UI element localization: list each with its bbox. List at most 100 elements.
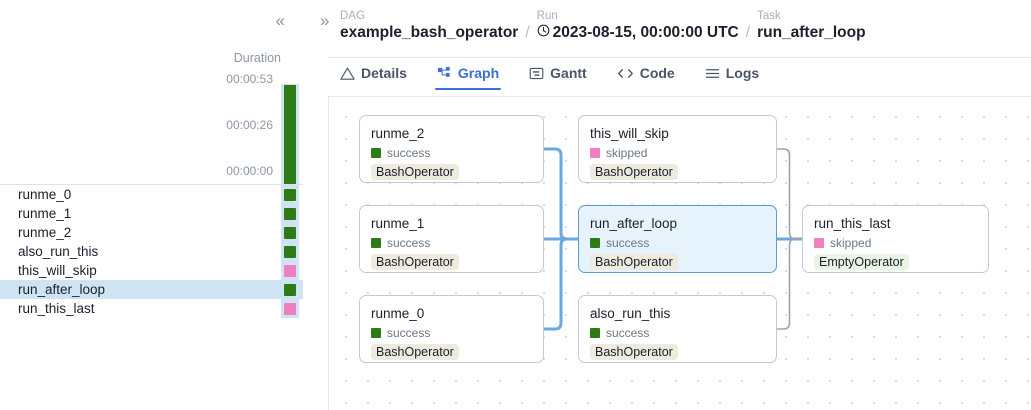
task-status-cell[interactable] [281, 223, 299, 242]
list-lines-icon [705, 66, 720, 81]
graph-node-status: success [590, 235, 765, 250]
status-square-success [284, 245, 296, 258]
operator-badge: BashOperator [371, 254, 459, 270]
tab-label: Gantt [550, 65, 587, 81]
tab-label: Details [361, 65, 407, 81]
graph-node-title: also_run_this [590, 306, 671, 321]
graph-node-status: success [371, 325, 532, 340]
task-status-cell[interactable] [281, 299, 299, 318]
graph-node-status: success [590, 325, 765, 340]
status-square-skipped [284, 264, 296, 277]
tab-graph[interactable]: Graph [434, 65, 502, 90]
breadcrumb-dag[interactable]: DAG example_bash_operator [340, 10, 518, 43]
duration-axis-label: Duration [233, 51, 281, 65]
task-row[interactable]: runme_2 [0, 223, 303, 242]
graph-edge-this_will_skip-to-run_this_last [777, 148, 802, 240]
task-row[interactable]: runme_1 [0, 204, 303, 223]
task-row[interactable]: runme_0 [0, 185, 303, 204]
graph-node-status: success [371, 145, 532, 160]
task-status-cell[interactable] [281, 261, 299, 280]
chevrons-left-icon[interactable]: « [275, 11, 285, 30]
graph-node-title: run_this_last [814, 216, 891, 231]
task-status-cell[interactable] [281, 185, 299, 204]
graph-node-title: runme_2 [371, 126, 425, 141]
operator-badge: BashOperator [590, 344, 678, 360]
breadcrumb-run-name: 2023-08-15, 00:00:00 UTC [552, 24, 739, 41]
graph-node-status: skipped [814, 235, 977, 250]
tab-gantt[interactable]: Gantt [529, 65, 587, 90]
task-row-label: run_after_loop [18, 282, 106, 297]
graph-node-title: runme_1 [371, 216, 425, 231]
graph-nodes-icon [437, 66, 452, 81]
status-square-success [371, 237, 381, 248]
breadcrumb-task[interactable]: Task run_after_loop [757, 10, 866, 43]
axis-tick-max: 00:00:53 [226, 72, 273, 86]
status-square-skipped [590, 147, 600, 158]
grid-panel: « Duration 00:00:53 00:00:26 00:00:00 ru… [0, 0, 303, 410]
status-square-success [590, 237, 600, 248]
dag-run-column[interactable] [281, 84, 299, 185]
task-row-label: also_run_this [18, 244, 99, 259]
operator-badge: BashOperator [590, 254, 678, 270]
header-divider [328, 57, 1031, 58]
task-status-cell[interactable] [281, 280, 299, 299]
status-square-skipped [814, 237, 824, 248]
graph-node-title: runme_0 [371, 306, 425, 321]
graph-node-status-label: success [387, 325, 431, 340]
dag-run-duration-bar[interactable] [284, 85, 296, 185]
tabs-divider [328, 96, 1031, 97]
tab-details[interactable]: Details [340, 65, 407, 90]
tab-code[interactable]: Code [617, 65, 675, 90]
breadcrumb: DAG example_bash_operator / Run 2023-08-… [340, 10, 866, 52]
graph-edge-runme_2-to-run_after_loop [544, 147, 578, 241]
graph-node-status-label: skipped [830, 235, 872, 250]
task-row-label: run_this_last [18, 301, 95, 316]
graph-node-status-label: skipped [606, 145, 648, 160]
breadcrumb-dag-name: example_bash_operator [340, 24, 519, 41]
task-status-cell[interactable] [281, 204, 299, 223]
task-row[interactable]: run_this_last [0, 299, 303, 318]
axis-tick-mid: 00:00:26 [226, 118, 273, 132]
task-row[interactable]: this_will_skip [0, 261, 303, 280]
task-row-label: runme_2 [18, 225, 72, 240]
task-row-label: this_will_skip [18, 263, 97, 278]
status-square-success [284, 226, 296, 239]
task-instance-list: runme_0 runme_1 runme_2 also_run_this this_w… [0, 185, 303, 318]
task-row[interactable]: also_run_this [0, 242, 303, 261]
status-square-skipped [284, 302, 296, 315]
breadcrumb-task-name: run_after_loop [757, 24, 866, 41]
graph-edge-also_run_this-to-run_this_last [777, 238, 802, 330]
task-row-label: runme_0 [18, 187, 72, 202]
graph-node-status-label: success [387, 145, 431, 160]
status-square-success [371, 147, 381, 158]
graph-node-status-label: success [606, 325, 650, 340]
task-status-cell[interactable] [281, 242, 299, 261]
tab-label: Code [639, 65, 675, 81]
breadcrumb-run[interactable]: Run 2023-08-15, 00:00:00 UTC [537, 10, 739, 43]
operator-badge: EmptyOperator [814, 254, 909, 270]
tab-logs[interactable]: Logs [705, 65, 759, 90]
task-row[interactable]: run_after_loop [0, 280, 303, 299]
chevrons-right-icon[interactable]: » [320, 11, 330, 30]
gantt-chart-icon [529, 66, 544, 81]
status-square-success [590, 327, 600, 338]
breadcrumb-separator-2: / [745, 24, 751, 41]
grid-divider [0, 184, 303, 185]
operator-badge: BashOperator [590, 164, 678, 180]
graph-node-title: this_will_skip [590, 126, 669, 141]
graph-node-status-label: success [387, 235, 431, 250]
operator-badge: BashOperator [371, 164, 459, 180]
code-brackets-icon [617, 66, 634, 81]
graph-node-status-label: success [606, 235, 650, 250]
status-square-success [371, 327, 381, 338]
breadcrumb-separator-1: / [525, 24, 530, 41]
breadcrumb-task-kicker: Task [757, 10, 781, 22]
